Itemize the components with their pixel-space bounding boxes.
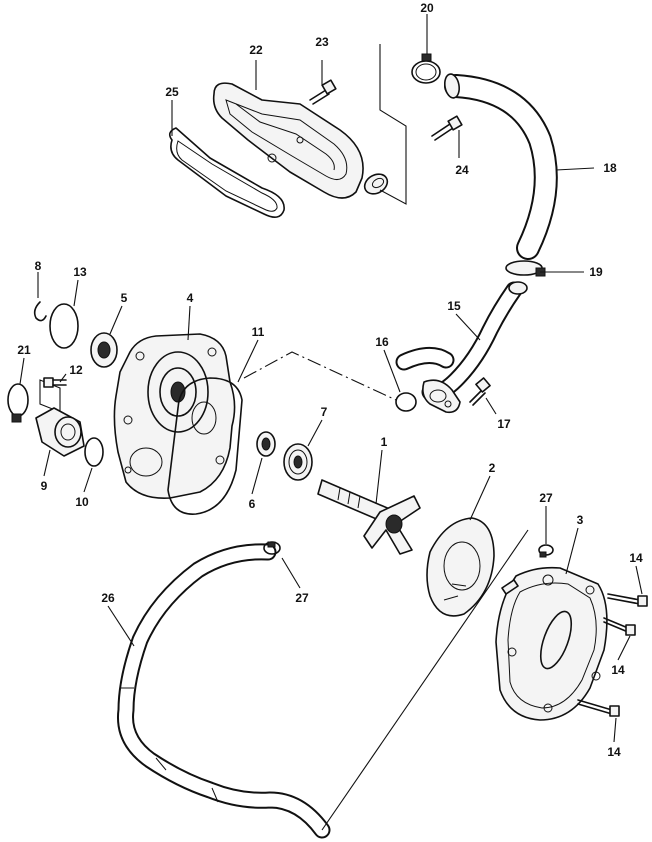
part-27-clamp-left [263,541,281,555]
leader-lines [19,14,643,743]
callout-27b: 27 [295,591,309,605]
callout-26: 26 [101,591,115,605]
callout-11: 11 [252,325,265,339]
callout-21: 21 [17,343,31,357]
part-21-clamp [7,383,29,423]
part-8-circlip [33,301,47,322]
part-23-bolt [309,79,337,105]
callout-19: 19 [589,265,603,279]
callout-13: 13 [73,265,87,279]
alignment-line-pipe [243,351,397,401]
callout-14b: 14 [611,663,625,677]
alignment-bracket-top [379,44,407,205]
callout-18: 18 [603,161,617,175]
callout-22: 22 [249,43,263,57]
callout-14a: 14 [629,551,643,565]
alignment-line-bypass [321,529,529,831]
callout-10: 10 [75,495,89,509]
part-20-clamp [411,53,441,84]
part-2-cover-plate [426,517,495,617]
part-10-o-ring [84,437,104,467]
callout-20: 20 [420,1,434,15]
part-18-hose [443,73,558,260]
part-1-shaft-impeller [317,479,421,555]
callout-16: 16 [375,335,389,349]
part-4-pump-housing [113,333,236,499]
part-5-bearing [90,332,118,368]
callout-24: 24 [455,163,469,177]
callout-5: 5 [121,291,128,305]
part-12-bolt [43,377,67,388]
callout-8: 8 [35,259,42,273]
callout-17: 17 [497,417,511,431]
part-7-seal [283,443,313,481]
part-22-housing-cover [212,82,389,199]
callout-4: 4 [187,291,194,305]
part-9-fitting [35,407,85,457]
part-25-gasket [168,127,285,218]
callout-3: 3 [577,513,584,527]
callout-12: 12 [69,363,83,377]
callout-6: 6 [249,497,256,511]
callout-1: 1 [381,435,388,449]
part-15-pipe [395,281,528,414]
part-14-bolts [577,593,648,717]
callout-23: 23 [315,35,329,49]
callout-15: 15 [447,299,461,313]
part-16-o-ring [395,392,417,412]
callout-2: 2 [489,461,496,475]
callout-labels: 20 22 23 25 24 18 19 8 13 5 4 11 15 16 1… [17,1,643,759]
callout-27a: 27 [539,491,553,505]
part-19-clamp [505,260,546,277]
callout-7: 7 [321,405,328,419]
part-6-seal [256,431,276,457]
part-11-o-ring [167,377,243,515]
part-27-clamp-right [538,544,554,558]
part-17-bolt [469,377,491,406]
callout-9: 9 [41,479,48,493]
callout-14c: 14 [607,745,621,759]
part-13-o-ring [49,303,79,349]
part-3-pump-cover [495,566,608,721]
part-26-bypass-hose [117,543,331,839]
part-24-bolt [431,115,463,141]
callout-25: 25 [165,85,179,99]
